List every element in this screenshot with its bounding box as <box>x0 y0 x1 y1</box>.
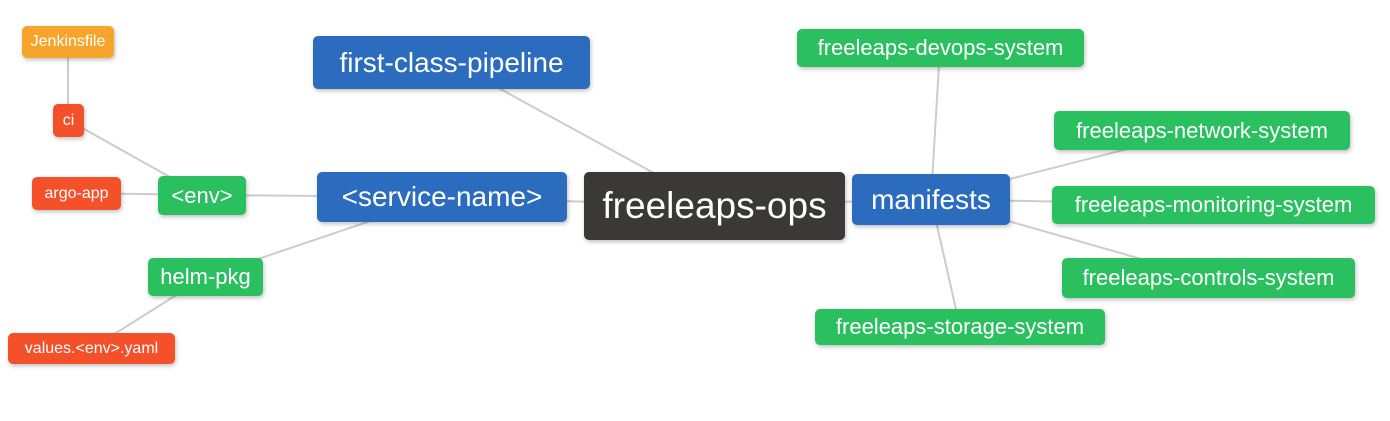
node-freeleaps-monitoring-system[interactable]: freeleaps-monitoring-system <box>1052 186 1375 224</box>
node-freeleaps-ops-root[interactable]: freeleaps-ops <box>584 172 845 240</box>
node-ci[interactable]: ci <box>53 104 84 137</box>
node-values-env-yaml[interactable]: values.<env>.yaml <box>8 333 175 364</box>
node-service-name[interactable]: <service-name> <box>317 172 567 222</box>
node-first-class-pipeline[interactable]: first-class-pipeline <box>313 36 590 89</box>
node-freeleaps-storage-system[interactable]: freeleaps-storage-system <box>815 309 1105 345</box>
node-freeleaps-controls-system[interactable]: freeleaps-controls-system <box>1062 258 1355 298</box>
node-argo-app[interactable]: argo-app <box>32 177 121 210</box>
edge-manifests-devops-system <box>930 47 941 200</box>
node-env[interactable]: <env> <box>158 176 246 215</box>
node-jenkinsfile[interactable]: Jenkinsfile <box>22 26 114 58</box>
node-freeleaps-network-system[interactable]: freeleaps-network-system <box>1054 111 1350 150</box>
node-helm-pkg[interactable]: helm-pkg <box>148 258 263 296</box>
node-freeleaps-devops-system[interactable]: freeleaps-devops-system <box>797 29 1084 67</box>
node-manifests[interactable]: manifests <box>852 174 1010 225</box>
